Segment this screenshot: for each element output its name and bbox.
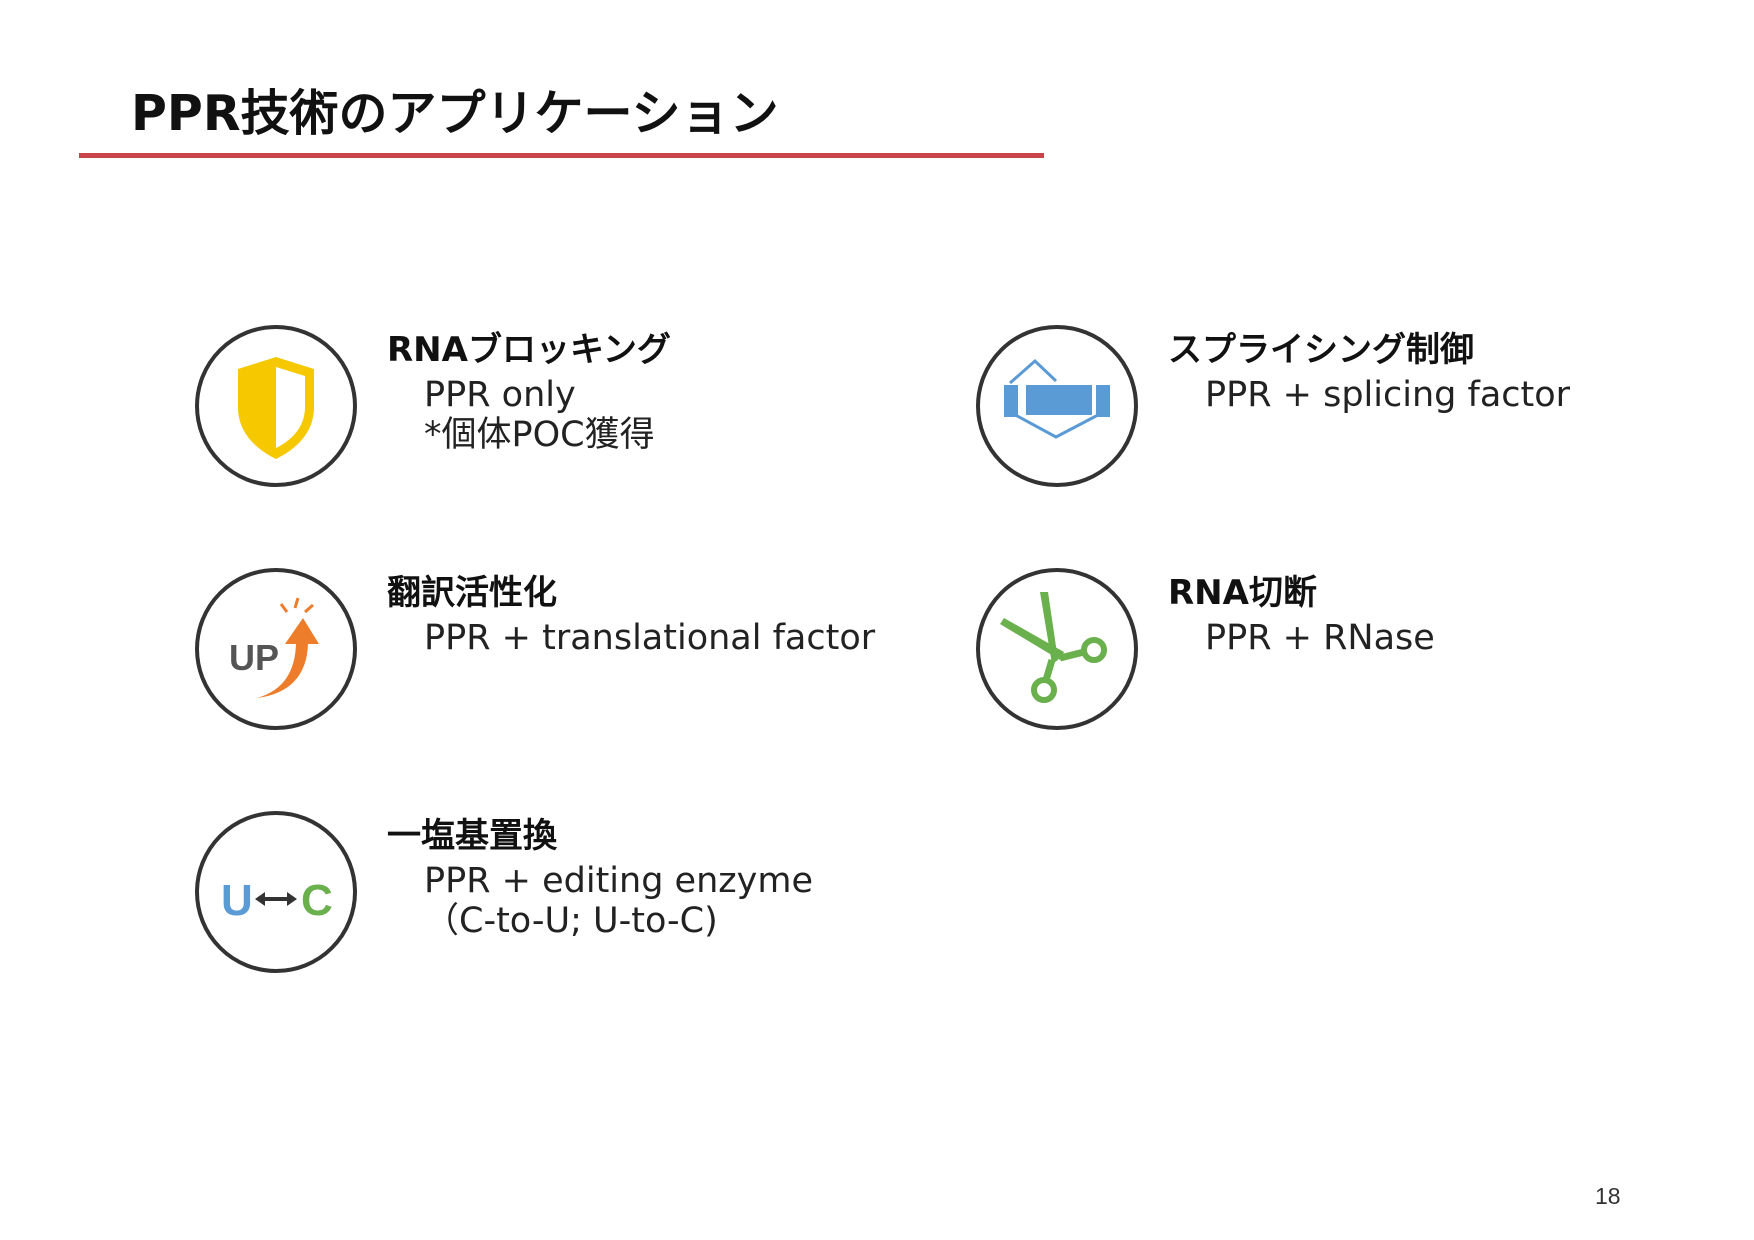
- item-title: 翻訳活性化: [387, 573, 557, 613]
- icon-circle: [195, 325, 357, 487]
- item-detail: （C-to-U; U-to-C): [424, 901, 718, 941]
- c-letter: C: [301, 876, 333, 925]
- page-title: PPR技術のアプリケーション: [131, 85, 779, 142]
- up-arrow-icon: UP: [229, 597, 319, 698]
- item-title: RNA切断: [1168, 573, 1317, 613]
- item-detail: PPR + translational factor: [424, 618, 876, 658]
- item-detail: PPR + splicing factor: [1205, 375, 1571, 415]
- u-letter: U: [221, 876, 253, 925]
- svg-text:UP: UP: [229, 637, 279, 678]
- icon-circle: U C: [195, 811, 357, 973]
- scissors-icon: [1000, 592, 1107, 703]
- item-detail: PPR + RNase: [1205, 618, 1435, 658]
- item-title: RNAブロッキング: [387, 330, 671, 370]
- splicing-icon: [1004, 358, 1110, 439]
- u-to-c-icon: U C: [221, 876, 333, 925]
- title-underline: [79, 153, 1044, 158]
- icon-circle: [976, 325, 1138, 487]
- item-title: スプライシング制御: [1168, 330, 1474, 370]
- page-number: 18: [1595, 1183, 1621, 1209]
- shield-icon: [238, 357, 314, 459]
- item-detail: *個体POC獲得: [424, 415, 655, 455]
- icon-circle: [976, 568, 1138, 730]
- item-title: 一塩基置換: [387, 816, 557, 856]
- item-detail: PPR + editing enzyme: [424, 861, 813, 901]
- icon-circle: UP: [195, 568, 357, 730]
- item-detail: PPR only: [424, 375, 576, 415]
